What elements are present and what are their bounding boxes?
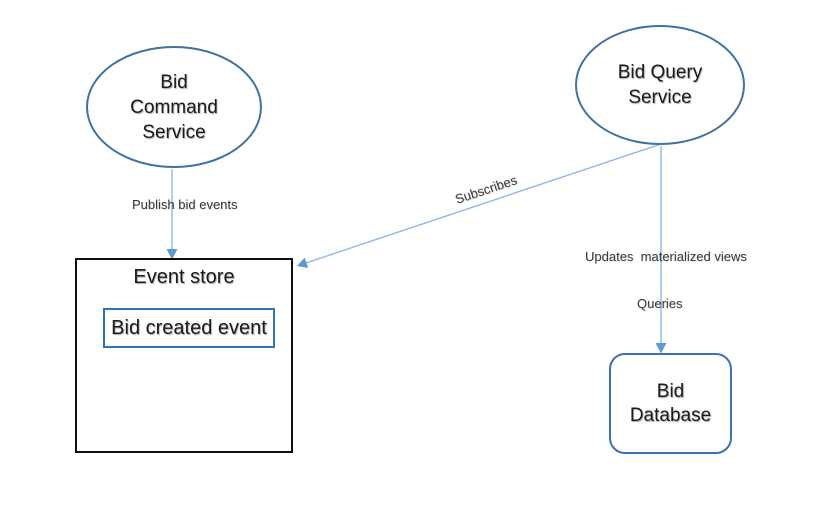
node-label-bid-query-service: Bid Query Service — [617, 62, 703, 108]
edge-label-updates-materialized-views: Updates materialized views — [585, 249, 747, 264]
node-label-event-store: Event store — [133, 266, 235, 288]
node-bid-command-service: Bid Command Service — [86, 46, 262, 168]
node-event-store: Event store — [75, 258, 293, 453]
node-label-bid-created-event: Bid created event — [111, 317, 267, 339]
arrowhead-queries-icon — [655, 343, 667, 354]
node-label-bid-command-service: Bid Command Service — [130, 71, 218, 143]
edge-label-queries: Queries — [637, 296, 683, 311]
node-bid-query-service: Bid Query Service — [575, 25, 745, 145]
edge-label-publish-bid-events: Publish bid events — [132, 197, 238, 212]
node-bid-created-event: Bid created event — [103, 308, 275, 348]
edge-subscribes — [305, 143, 662, 264]
arrowhead-publish-icon — [166, 249, 178, 260]
arrowhead-subscribes-icon — [297, 257, 309, 268]
node-label-bid-database: Bid Database — [629, 380, 712, 426]
node-bid-database: Bid Database — [609, 353, 732, 454]
